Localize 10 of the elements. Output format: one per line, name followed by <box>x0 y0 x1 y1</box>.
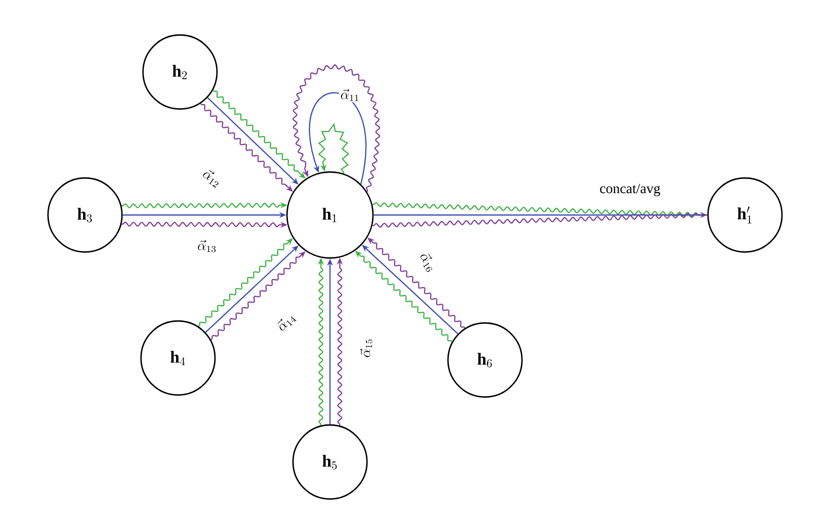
arrow <box>318 122 350 174</box>
edge-label: $\vec{\alpha}_{11}$ <box>339 88 361 102</box>
edge-label: $\vec{\alpha}_{15}$ <box>358 337 374 359</box>
edge-label: $\vec{\alpha}_{16}$ <box>416 248 440 275</box>
arrow <box>309 92 366 184</box>
edge-label: $\vec{\alpha}_{14}$ <box>273 309 299 335</box>
edge-label: concat/avg <box>598 182 662 198</box>
arrow <box>292 64 380 192</box>
edge-label: $\vec{\alpha}_{12}$ <box>199 166 226 190</box>
edge-label: $\vec{\alpha}_{13}$ <box>196 238 218 254</box>
